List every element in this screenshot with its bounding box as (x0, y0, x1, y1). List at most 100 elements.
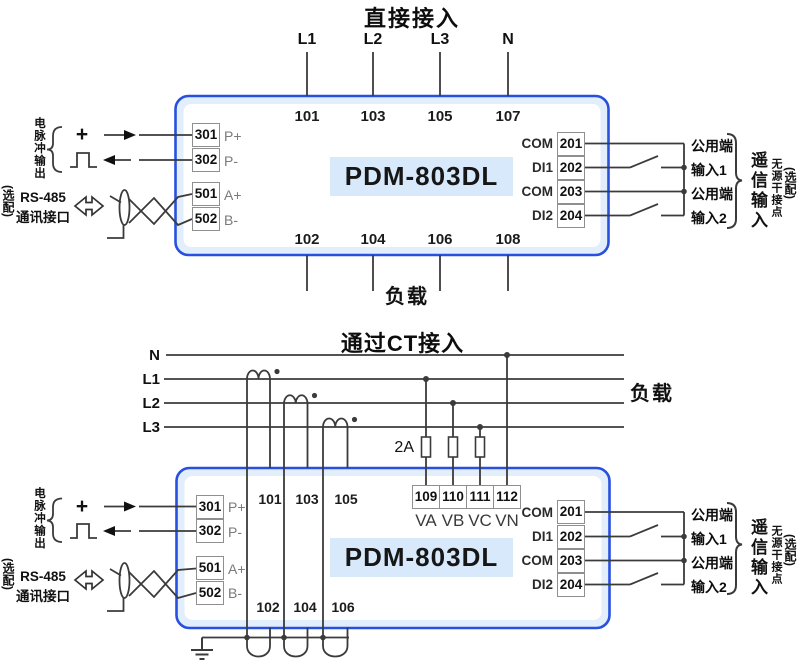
di-note-top: 无源干接点 (770, 158, 782, 218)
pulse-group-label-top: 电脉冲输出 (33, 117, 45, 180)
di-label-common2-top: 公用端 (691, 186, 733, 202)
di-name-di1-top: DI1 (531, 160, 553, 175)
terminal-box-302-bottom: 302 (196, 519, 224, 543)
terminal-102: 102 (294, 231, 320, 248)
pin-p-plus-top: P+ (224, 128, 242, 144)
terminal-box-201-top: 201 (557, 131, 585, 156)
terminal-105-ct: 105 (334, 491, 358, 507)
rs485-port-label-top: 通讯接口 (16, 210, 70, 225)
ct-l3 (322, 416, 358, 646)
terminal-107: 107 (495, 108, 521, 125)
arrow-left-icon (103, 526, 115, 536)
bidirectional-arrow-icon (73, 569, 105, 591)
di-label-input2-bottom: 输入2 (691, 579, 727, 595)
terminal-106: 106 (427, 231, 453, 248)
di-wiring-bottom (585, 502, 743, 595)
ground-icon (191, 637, 213, 660)
di-optional-bottom: (选配) (783, 534, 797, 566)
di-name-com2-bottom: COM (521, 553, 554, 568)
terminal-box-112: 112 (493, 485, 521, 509)
polarity-dot (274, 368, 280, 375)
switch-di1-icon (585, 524, 684, 538)
di-optional-top: (选配) (783, 167, 797, 199)
pin-b-minus-top: B- (224, 212, 238, 228)
terminal-108: 108 (495, 231, 521, 248)
phase-label-l1-bottom: L1 (142, 371, 160, 388)
terminal-101-ct: 101 (258, 491, 282, 507)
load-output-wires-top (306, 255, 509, 291)
terminal-106-ct: 106 (331, 599, 355, 615)
load-label-top: 负载 (385, 286, 429, 308)
pin-vn: VN (495, 511, 519, 530)
terminal-box-203-top: 203 (557, 179, 585, 204)
phase-label-l1: L1 (297, 31, 317, 48)
pulse-group-label-bottom: 电脉冲输出 (33, 487, 45, 550)
arrow-right-icon (124, 130, 136, 140)
pin-a-plus-bottom: A+ (228, 561, 246, 577)
terminal-box-502-top: 502 (192, 207, 220, 231)
terminal-104-ct: 104 (293, 599, 317, 615)
phase-label-l3-bottom: L3 (142, 419, 160, 436)
fuse-va-icon (420, 436, 432, 458)
fuse-vc-icon (474, 436, 486, 458)
terminal-box-201-bottom: 201 (557, 500, 585, 524)
right-brace-icon (726, 502, 743, 595)
di-label-input2-top: 输入2 (691, 210, 727, 226)
bottom-diagram-title: 通过CT接入 (340, 331, 465, 356)
pin-p-minus-bottom: P- (228, 524, 242, 540)
terminal-box-301-top: 301 (192, 123, 220, 147)
pin-vc: VC (468, 511, 492, 530)
ct-l1 (246, 368, 280, 646)
terminal-box-501-top: 501 (192, 182, 220, 206)
ct-l2 (283, 392, 318, 646)
top-diagram-title: 直接接入 (363, 6, 460, 31)
left-brace-icon (46, 497, 63, 543)
terminal-box-110: 110 (439, 485, 467, 509)
rs485-cable-top (73, 189, 193, 239)
terminal-103-ct: 103 (295, 491, 319, 507)
di-label-input1-bottom: 输入1 (691, 531, 727, 547)
rs485-optional-top: (选配) (1, 185, 15, 217)
bidirectional-arrow-icon (73, 195, 105, 217)
terminal-105: 105 (427, 108, 453, 125)
terminal-box-111: 111 (466, 485, 494, 509)
terminal-box-301-bottom: 301 (196, 494, 224, 519)
terminal-box-109: 109 (412, 485, 440, 509)
polarity-dot (351, 416, 358, 423)
terminal-box-202-top: 202 (557, 155, 585, 180)
pulse-output-wires-bottom (46, 497, 196, 543)
pin-b-minus-bottom: B- (228, 585, 242, 601)
ct-return-and-ground (191, 627, 349, 660)
di-name-di1-bottom: DI1 (531, 529, 553, 544)
plus-sign-bottom: + (75, 495, 89, 518)
di-name-di2-bottom: DI2 (531, 577, 553, 592)
di-note-bottom: 无源干接点 (770, 525, 782, 585)
pin-a-plus-top: A+ (224, 187, 242, 203)
device-model-bottom: PDM-803DL (330, 538, 513, 577)
terminal-104: 104 (360, 231, 386, 248)
terminal-box-302-top: 302 (192, 148, 220, 172)
terminal-box-204-top: 204 (557, 203, 585, 228)
di-label-common2-bottom: 公用端 (691, 555, 733, 571)
phase-label-l3: L3 (430, 31, 450, 48)
phase-label-n-bottom: N (149, 347, 160, 364)
di-label-common1-bottom: 公用端 (691, 507, 733, 523)
di-name-com2-top: COM (521, 184, 554, 199)
phase-label-n: N (502, 31, 514, 48)
di-label-common1-top: 公用端 (691, 138, 733, 154)
phase-label-l2: L2 (363, 31, 383, 48)
phase-input-wires-top (306, 52, 509, 96)
rs485-label-top: RS-485 (20, 190, 66, 205)
di-label-input1-top: 输入1 (691, 162, 727, 178)
di-name-com1-top: COM (521, 136, 554, 151)
terminal-box-203-bottom: 203 (557, 548, 585, 573)
switch-di1-icon (585, 155, 684, 169)
pin-va: VA (415, 511, 437, 530)
terminal-102-ct: 102 (256, 599, 280, 615)
terminal-box-501-bottom: 501 (196, 556, 224, 580)
device-model-top: PDM-803DL (330, 157, 513, 196)
pulse-waveform-icon (70, 152, 97, 168)
terminal-103: 103 (360, 108, 386, 125)
plus-sign-top: + (75, 123, 89, 146)
